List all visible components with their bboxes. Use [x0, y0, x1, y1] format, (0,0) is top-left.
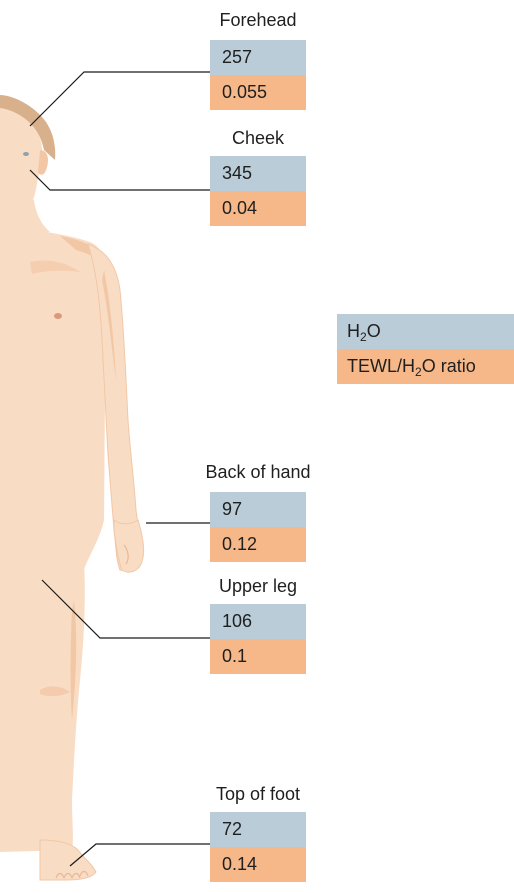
ratio-value: 0.055	[210, 75, 306, 110]
legend-ratio-pre: TEWL/H	[347, 356, 415, 377]
eye	[23, 152, 29, 156]
h2o-value: 106	[210, 604, 306, 639]
site-name: Upper leg	[180, 576, 336, 596]
site-name: Back of hand	[180, 462, 336, 482]
h2o-value: 72	[210, 812, 306, 847]
leader-line-cheek	[30, 170, 210, 190]
legend-ratio-post: O ratio	[422, 356, 476, 377]
ratio-value: 0.04	[210, 191, 306, 226]
leader-line-forehead	[30, 72, 210, 126]
torso	[0, 228, 106, 584]
leader-line-top-of-foot	[70, 844, 210, 866]
site-name: Forehead	[180, 10, 336, 30]
ratio-value: 0.12	[210, 527, 306, 562]
h2o-value: 345	[210, 156, 306, 191]
h2o-value: 97	[210, 492, 306, 527]
nipple	[54, 313, 62, 319]
site-name: Cheek	[180, 128, 336, 148]
ratio-value: 0.1	[210, 639, 306, 674]
legend-h2o-post: O	[367, 321, 381, 342]
h2o-value: 257	[210, 40, 306, 75]
legend-h2o-pre: H	[347, 321, 360, 342]
site-name: Top of foot	[180, 784, 336, 804]
ratio-value: 0.14	[210, 847, 306, 882]
